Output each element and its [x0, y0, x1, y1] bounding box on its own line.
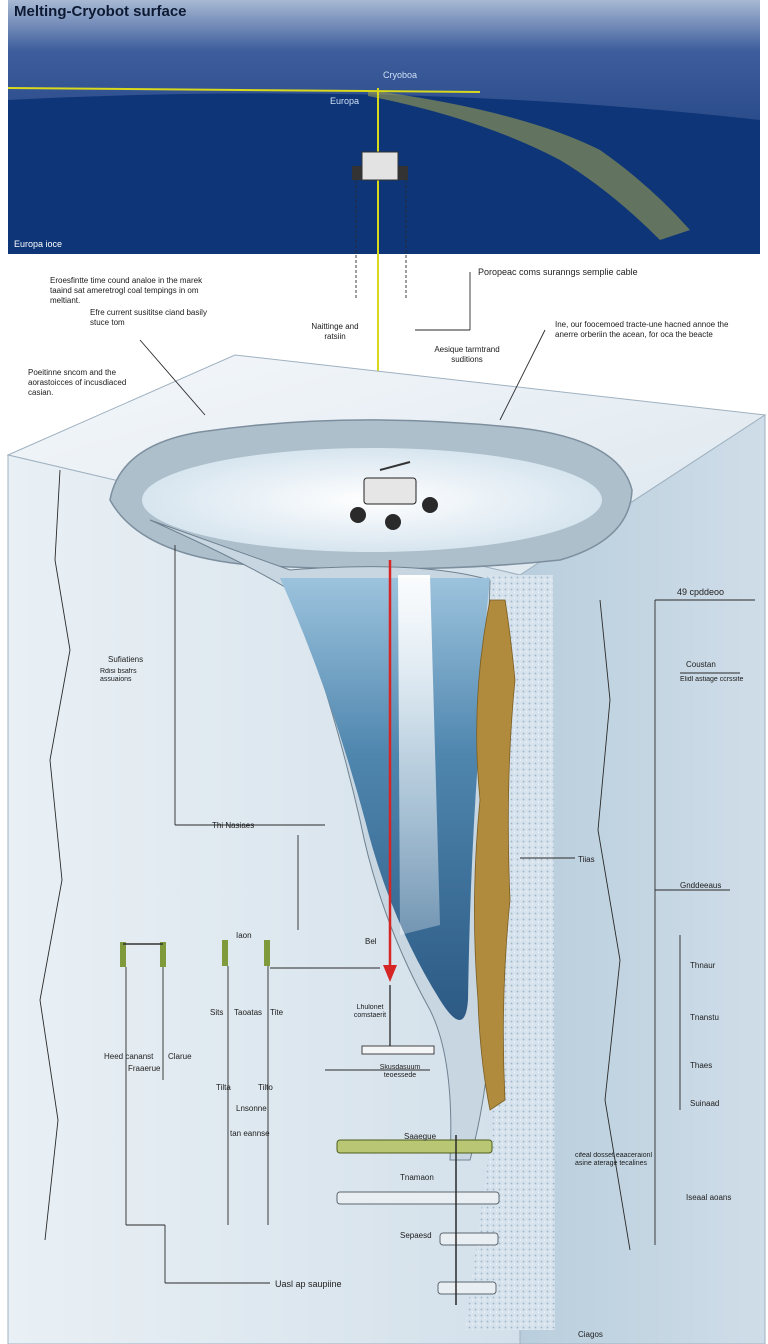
- probe-label-5: Tnamaon: [400, 1173, 434, 1182]
- left-label-2: Thi Nasiaes: [212, 821, 254, 830]
- probe-label-3: Skusdasuum teoessede: [379, 1064, 421, 1079]
- ice-fracture-right: [597, 599, 631, 1251]
- right-group-title: Gnddeeaus: [680, 881, 721, 890]
- right-item-1: Thnaur: [690, 961, 716, 970]
- surface-crack-band: [368, 90, 690, 240]
- melt-beam: [398, 575, 440, 935]
- inst-label-5: Heed cananst: [104, 1052, 154, 1061]
- inst-label-10: Lnsonne: [236, 1104, 267, 1113]
- cryobot-label: Cryoboa: [383, 70, 417, 80]
- right-item-3: Thaes: [690, 1061, 712, 1070]
- center-label-box: Aesique tarmtrand suditions: [434, 345, 500, 364]
- cryobot-rover: [350, 461, 438, 530]
- sampling-label: Uasl ap saupiine: [275, 1279, 342, 1289]
- diagram-title: Melting-Cryobot surface: [14, 3, 187, 20]
- right-label-1: Coustan: [686, 660, 716, 669]
- inst-label-9: Tilto: [258, 1083, 273, 1092]
- inst-label-8: Tilta: [216, 1083, 231, 1092]
- left-label-1b: Rdisi bsafrs assuaions: [100, 668, 137, 683]
- left-note-3-box: Poeitinne sncom and the aorastoicces of …: [28, 368, 127, 397]
- inst-label-2: Sits: [210, 1008, 223, 1017]
- tip-label: Tiias: [578, 855, 595, 864]
- laser-arrowhead: [383, 965, 397, 982]
- granular-ice-band: [465, 575, 555, 1330]
- right-item-4: Suinaad: [690, 1099, 719, 1108]
- sediment-layer: [474, 599, 516, 1111]
- melt-label-box: Naittinge and ratsiin: [311, 322, 359, 341]
- text-labels: Poropeac coms suranngs semplie cable Ero…: [28, 267, 744, 1339]
- instruments: [120, 940, 500, 1305]
- right-note-2-box: cifeal dosset eaaceraionl asine aterage …: [575, 1152, 653, 1167]
- leader-right-note: [499, 329, 546, 421]
- ice-block: [6, 354, 767, 1344]
- right-label-1b-box: Elidl astiage ccrssite: [680, 676, 744, 683]
- right-item-2: Tnanstu: [690, 1013, 719, 1022]
- europa-label: Europa: [330, 96, 359, 106]
- inst-label-11: tan eannse: [230, 1129, 270, 1138]
- left-note-3: Poeitinne sncom and the aorastoicces of …: [28, 368, 127, 397]
- post-4: [264, 940, 270, 966]
- melt-label: Naittinge and ratsiin: [311, 322, 359, 341]
- inst-label-1: Iaon: [236, 931, 252, 940]
- left-note-1-box: Eroesfintte time cound analoe in the mar…: [50, 276, 203, 305]
- right-note: Ine, our foocemoed tracte-une hacned ann…: [555, 320, 729, 339]
- inst-label-7: Clarue: [168, 1052, 192, 1061]
- probe-pipe-3: [439, 1232, 499, 1246]
- cable-note: Poropeac coms suranngs semplie cable: [478, 267, 638, 277]
- surface-panel: Melting-Cryobot surface Europa ioce Cryo…: [7, 0, 760, 472]
- right-label-bottom: Iseaal aoans: [686, 1193, 731, 1202]
- inst-label-3: Taoatas: [234, 1008, 262, 1017]
- probe-label-3-box: Skusdasuum teoessede: [379, 1064, 421, 1079]
- probe-label-4: Saaegue: [404, 1132, 437, 1141]
- probe-pipe-4: [437, 1281, 497, 1295]
- inst-label-4: Tite: [270, 1008, 284, 1017]
- probe-pipe-2: [336, 1191, 500, 1205]
- left-label-1: Sufiatiens: [108, 655, 143, 664]
- probe-label-7: Ciagos: [578, 1330, 603, 1339]
- right-label-1b: Elidl astiage ccrssite: [680, 676, 744, 683]
- center-label: Aesique tarmtrand suditions: [434, 345, 500, 364]
- leader-left-note: [139, 339, 206, 416]
- horizon-tether: [7, 87, 481, 93]
- surface-label: Europa ioce: [14, 239, 62, 249]
- probe-label-2: Lhulonet comstaerit: [353, 1004, 387, 1019]
- post-3: [222, 940, 228, 966]
- probe-label-1: Bel: [365, 937, 377, 946]
- post-2: [160, 942, 166, 967]
- inst-label-6: Fraaerue: [128, 1064, 161, 1073]
- ice-fracture-left: [39, 469, 71, 1241]
- left-label-1b-box: Rdisi bsafrs assuaions: [100, 668, 137, 683]
- surface-lander: [352, 151, 408, 300]
- leader-lines: [126, 272, 755, 1284]
- probe-plate: [361, 1045, 435, 1055]
- post-1: [120, 942, 126, 967]
- left-note-1: Eroesfintte time cound analoe in the mar…: [50, 276, 203, 305]
- right-note-box: Ine, our foocemoed tracte-une hacned ann…: [555, 320, 729, 339]
- right-note-2: cifeal dosset eaaceraionl asine aterage …: [575, 1152, 653, 1167]
- left-note-2-box: Efre current susititse ciand basily stuc…: [90, 308, 207, 327]
- probe-label-6: Sepaesd: [400, 1231, 432, 1240]
- probe-label-2-box: Lhulonet comstaerit: [353, 1004, 387, 1019]
- depth-label: 49 cpddeoo: [677, 587, 724, 597]
- probe-pipe-1: [336, 1139, 493, 1154]
- left-note-2: Efre current susititse ciand basily stuc…: [90, 308, 207, 327]
